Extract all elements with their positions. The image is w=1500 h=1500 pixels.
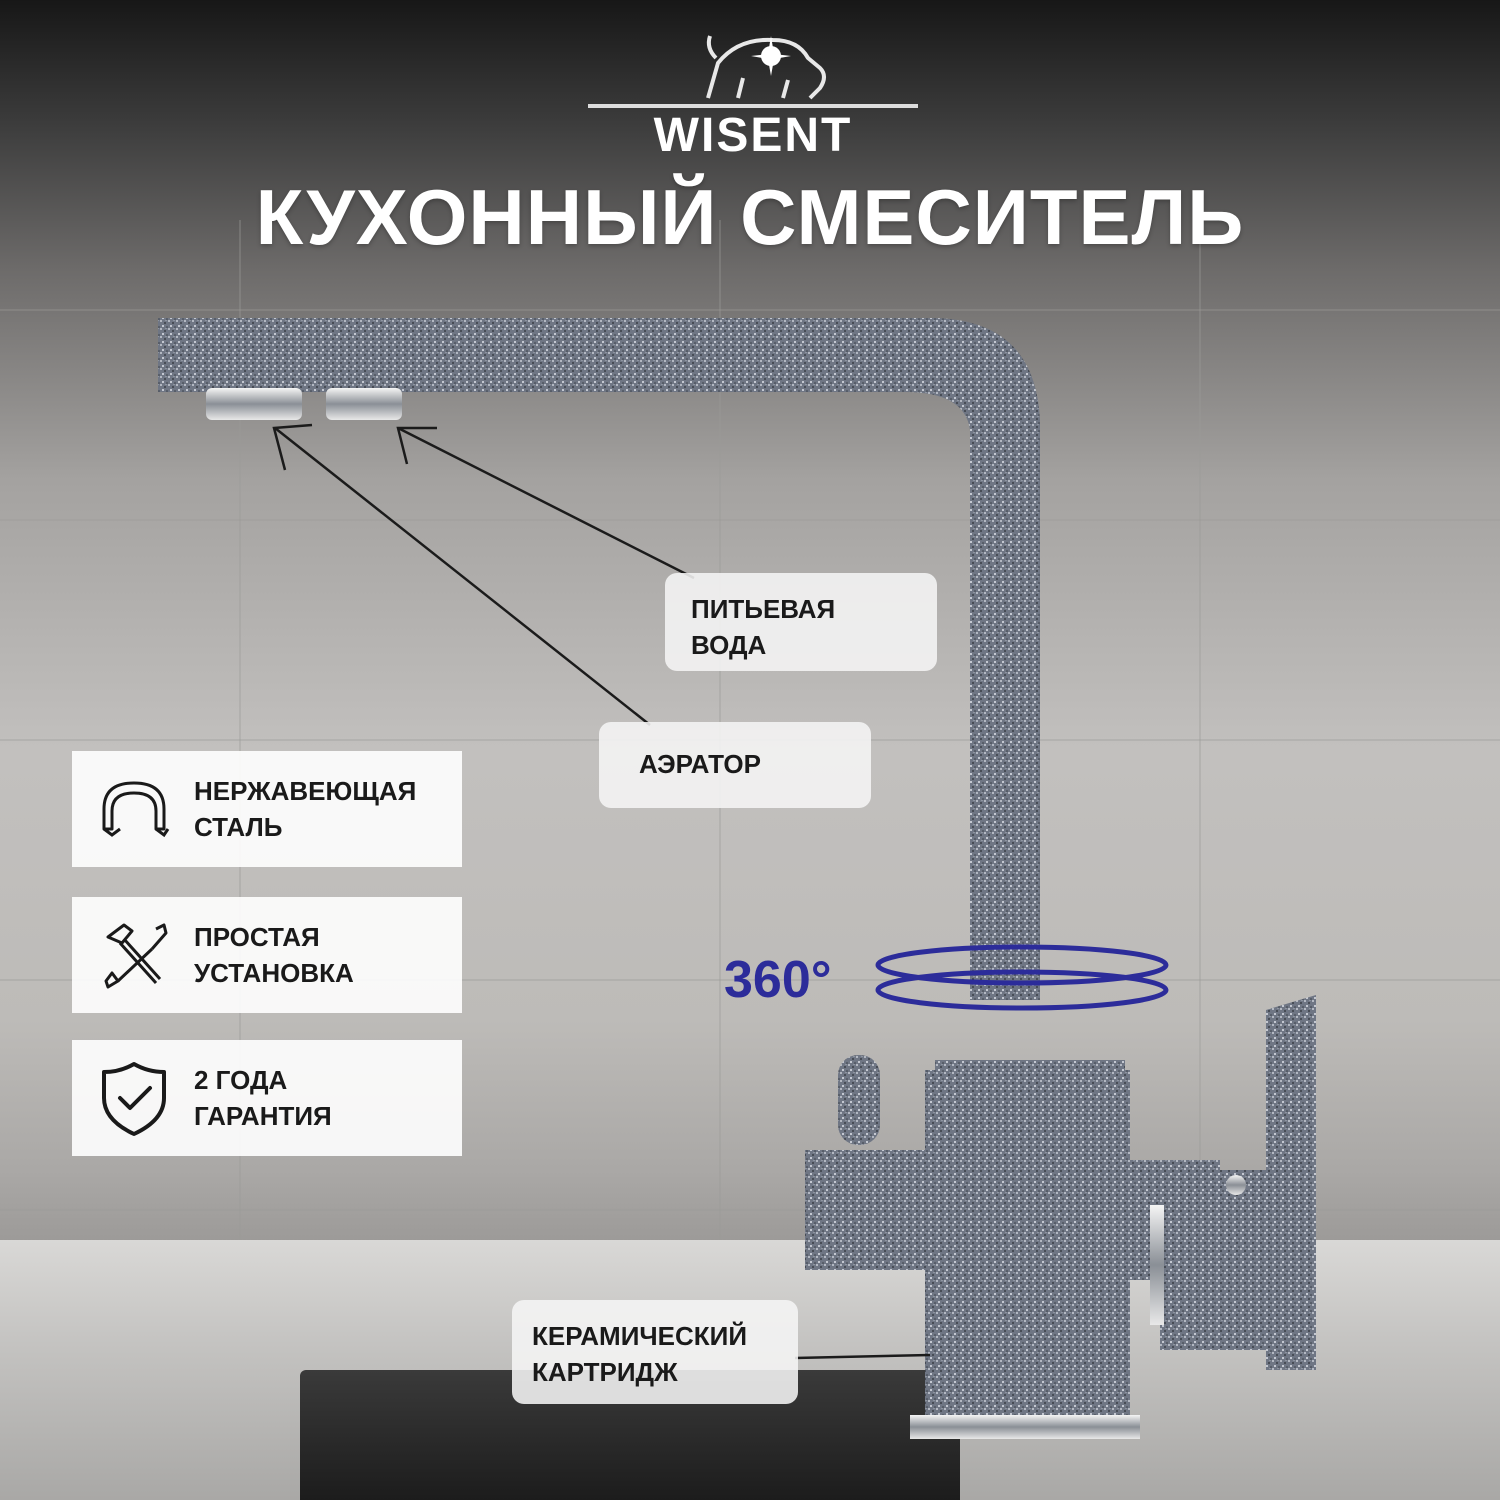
feature-stainless-steel: НЕРЖАВЕЮЩАЯ СТАЛЬ <box>72 751 462 867</box>
drinking-water-nozzle <box>326 388 402 420</box>
feature-line: 2 ГОДА <box>194 1065 288 1095</box>
aerator-nozzle <box>206 388 302 420</box>
callout-aerator: АЭРАТОР <box>599 722 871 808</box>
callout-line: ПИТЬЕВАЯ <box>691 594 836 624</box>
feature-warranty: 2 ГОДА ГАРАНТИЯ <box>72 1040 462 1156</box>
feature-line: ГАРАНТИЯ <box>194 1101 332 1131</box>
feature-line: НЕРЖАВЕЮЩАЯ <box>194 776 417 806</box>
page-title: КУХОННЫЙ СМЕСИТЕЛЬ <box>255 173 1245 261</box>
callout-cartridge: КЕРАМИЧЕСКИЙ КАРТРИДЖ <box>512 1300 798 1404</box>
steel-profile-icon <box>102 781 170 838</box>
rotation-label: 360° <box>724 951 832 1009</box>
filter-handle <box>838 1055 880 1145</box>
feature-line: УСТАНОВКА <box>194 958 354 988</box>
callout-line: ВОДА <box>691 630 767 660</box>
brand-name: WISENT <box>653 109 853 162</box>
callout-line: КАРТРИДЖ <box>532 1357 678 1387</box>
callout-line: АЭРАТОР <box>639 749 761 779</box>
brand-logo: WISENT <box>588 18 918 168</box>
shield-check-icon <box>102 1062 166 1136</box>
bison-logo-icon <box>588 35 918 108</box>
feature-easy-install: ПРОСТАЯ УСТАНОВКА <box>72 897 462 1013</box>
mixer-handle <box>1266 995 1316 1370</box>
tools-icon <box>104 923 168 989</box>
callout-line: КЕРАМИЧЕСКИЙ <box>532 1321 748 1351</box>
feature-line: ПРОСТАЯ <box>194 922 320 952</box>
feature-line: СТАЛЬ <box>194 812 283 842</box>
callout-drinking-water: ПИТЬЕВАЯ ВОДА <box>665 573 937 671</box>
